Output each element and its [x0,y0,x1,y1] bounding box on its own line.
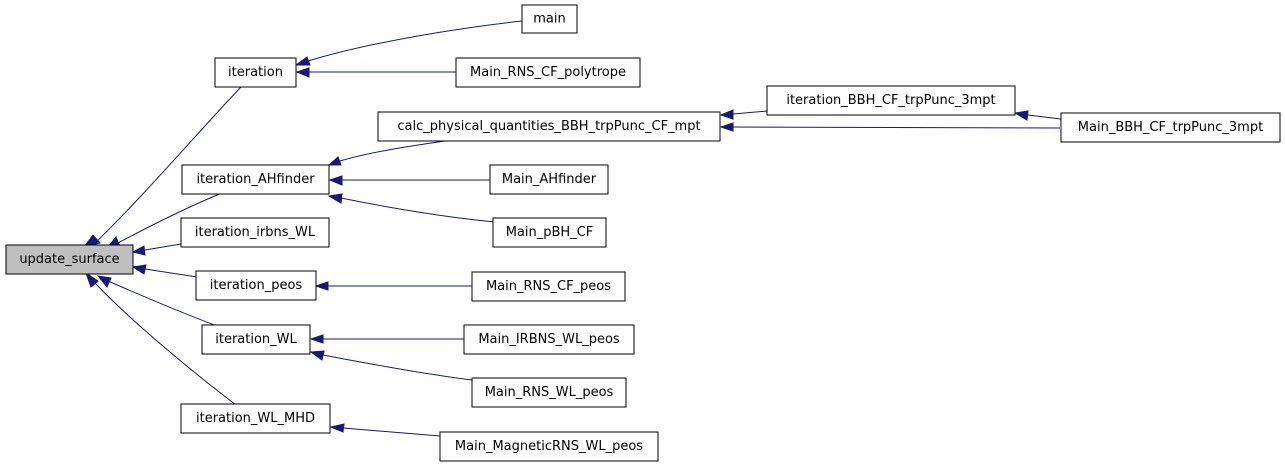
edge-iteration-bbh-to-calc-physical-quantities [719,109,768,120]
node-main[interactable]: main [521,4,578,34]
node-label: iteration_AHfinder [196,172,315,187]
node-label: iteration_peos [210,278,303,293]
node-main-irbns-wl-peos[interactable]: Main_IRBNS_WL_peos [463,324,635,355]
node-label: Main_MagneticRNS_WL_peos [455,439,643,454]
node-label: iteration [228,65,283,80]
node-label: iteration_BBH_CF_trpPunc_3mpt [786,93,995,108]
edge-main-irbns-wl-peos-to-iteration-wl [309,334,464,344]
edge-main-to-iteration [294,20,523,66]
edge-main-rns-cf-polytrope-to-iteration [295,67,456,78]
edge-main-magneticrns-wl-peos-to-iteration-wl-mhd [329,423,441,437]
node-label: iteration_WL [215,332,297,347]
edge-iteration-peos-to-update-surface [131,264,198,278]
edge-main-rns-wl-peos-to-iteration-wl [309,350,473,381]
node-iteration-bbh-cf-trppunc-3mpt[interactable]: iteration_BBH_CF_trpPunc_3mpt [766,85,1016,116]
edge-iteration-irbns-wl-to-update-surface [131,243,182,256]
node-main-magneticrns-wl-peos[interactable]: Main_MagneticRNS_WL_peos [439,431,659,462]
node-label: iteration_irbns_WL [195,225,316,240]
node-iteration-wl[interactable]: iteration_WL [201,324,311,355]
node-label: Main_RNS_CF_peos [486,279,611,294]
edge-main-rns-cf-peos-to-iteration-peos [314,281,472,291]
node-label: Main_AHfinder [502,172,597,187]
node-iteration-peos[interactable]: iteration_peos [195,270,317,301]
edge-main-pbh-cf-to-iteration-ahfinder [327,193,497,223]
node-calc-physical-quantities-bbh-trppunc-cf-mpt[interactable]: calc_physical_quantities_BBH_trpPunc_CF_… [377,111,721,142]
node-label: Main_RNS_WL_peos [485,385,614,400]
node-label: Main_IRBNS_WL_peos [478,332,620,347]
node-main-bbh-cf-trppunc-3mpt[interactable]: Main_BBH_CF_trpPunc_3mpt [1060,112,1281,143]
node-label: calc_physical_quantities_BBH_trpPunc_CF_… [397,119,700,134]
node-iteration-ahfinder[interactable]: iteration_AHfinder [181,164,330,195]
node-main-ahfinder[interactable]: Main_AHfinder [489,164,609,195]
node-main-rns-wl-peos[interactable]: Main_RNS_WL_peos [471,377,627,408]
node-label: Main_BBH_CF_trpPunc_3mpt [1078,120,1263,135]
edge-main-bbh-to-calc-physical-quantities [719,122,1061,132]
node-iteration-wl-mhd[interactable]: iteration_WL_MHD [180,403,331,434]
edge-main-bbh-to-iteration-bbh [1013,110,1062,121]
node-iteration[interactable]: iteration [214,57,297,88]
edge-main-ahfinder-to-iteration-ahfinder [328,175,490,186]
node-label: Main_pBH_CF [506,225,594,240]
node-label: Main_RNS_CF_polytrope [470,65,626,80]
node-label: iteration_WL_MHD [196,411,315,426]
node-main-pbh-cf[interactable]: Main_pBH_CF [492,217,607,248]
node-label: update_surface [19,252,119,267]
node-iteration-irbns-wl[interactable]: iteration_irbns_WL [180,217,330,248]
node-main-rns-cf-peos[interactable]: Main_RNS_CF_peos [471,271,626,302]
node-update-surface: update_surface [5,244,134,275]
node-main-rns-cf-polytrope[interactable]: Main_RNS_CF_polytrope [455,57,641,88]
edge-iteration-wl-mhd-to-update-surface [85,271,237,406]
edge-iteration-wl-to-update-surface [96,275,218,327]
edge-calc-physical-quantities-to-iteration-ahfinder [327,139,453,166]
node-label: main [533,12,565,27]
